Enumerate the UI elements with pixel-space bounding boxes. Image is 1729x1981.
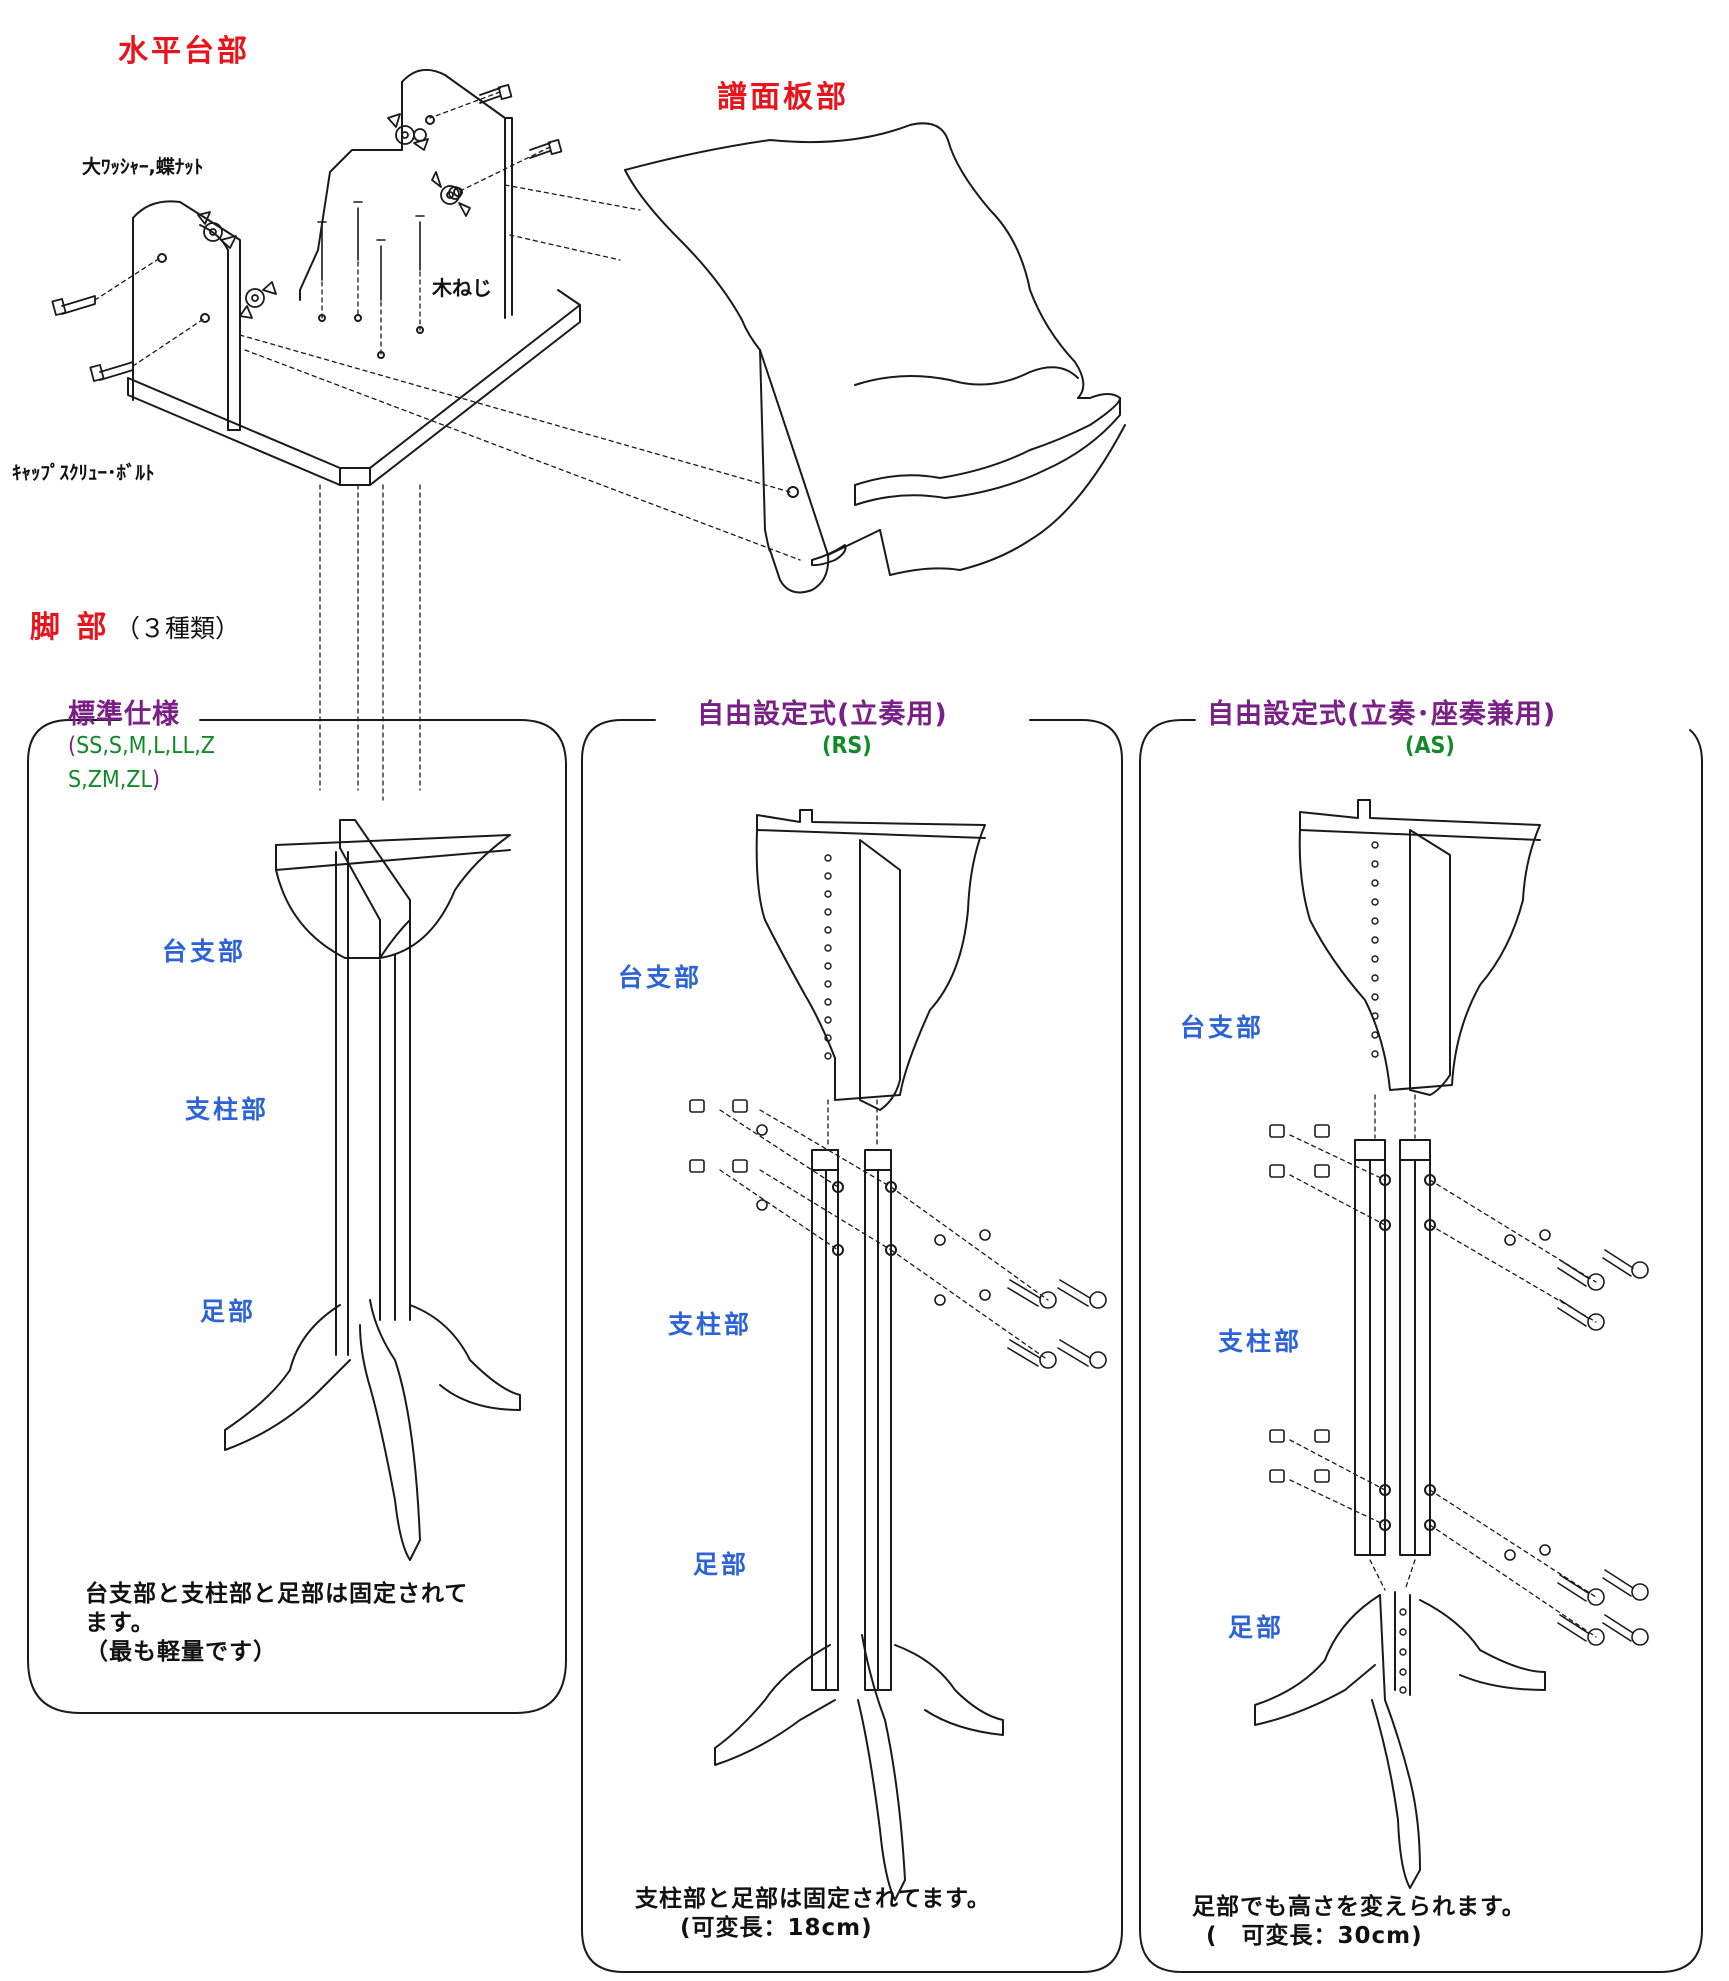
standard-note-line2: ます。: [85, 1610, 155, 1636]
standard-sizes-line2-text: S,ZM,ZL: [68, 767, 153, 793]
legs-heading: 脚 部 （３種類）: [30, 602, 240, 646]
rs-note-line1: 支柱部と足部は固定されてます。: [635, 1886, 991, 1912]
as-part-base-support: 台支部: [1180, 1013, 1265, 1042]
as-note: 足部でも高さを変えられます。 ( 可変長：30cm): [1192, 1893, 1526, 1951]
as-note-line2: ( 可変長：30cm): [1206, 1923, 1423, 1949]
wood-screw-label: 木ねじ: [432, 276, 492, 300]
big-washer-wing-nut-label: 大ﾜｯｼｬｰ,蝶ﾅｯﾄ: [82, 156, 204, 178]
standard-sizes-line1: (SS,S,M,L,LL,Z: [68, 733, 215, 759]
horizontal-base-label: 水平台部: [118, 34, 250, 69]
standard-sizes-open-paren: (: [68, 733, 77, 759]
standard-note-line3: （最も軽量です）: [85, 1639, 277, 1665]
horizontal-base-drawing: [51, 68, 801, 801]
standard-note: 台支部と支柱部と足部は固定されて ます。 （最も軽量です）: [85, 1580, 468, 1667]
as-part-foot: 足部: [1228, 1613, 1285, 1642]
rs-part-column: 支柱部: [668, 1310, 753, 1339]
rs-title: 自由設定式(立奏用): [697, 699, 948, 730]
rs-part-base-support: 台支部: [618, 963, 703, 992]
rs-leg-drawing: [689, 809, 1107, 1901]
standard-part-foot: 足部: [200, 1297, 257, 1326]
standard-title: 標準仕様: [68, 699, 180, 730]
panel-frame-as: [1139, 719, 1703, 1973]
as-note-line1: 足部でも高さを変えられます。: [1192, 1894, 1526, 1920]
as-code: (AS): [1405, 733, 1455, 759]
as-part-column: 支柱部: [1218, 1327, 1303, 1356]
legs-title: 脚 部: [30, 610, 110, 645]
standard-note-line1: 台支部と支柱部と足部は固定されて: [85, 1581, 469, 1607]
standard-leg-drawing: [224, 819, 521, 1561]
as-title: 自由設定式(立奏･座奏兼用): [1207, 699, 1557, 730]
standard-sizes-close-paren: ): [152, 767, 161, 793]
standard-sizes-line2: S,ZM,ZL): [68, 767, 160, 793]
rs-note-line2: (可変長：18cm): [680, 1915, 873, 1941]
rs-part-foot: 足部: [693, 1550, 750, 1579]
standard-part-column: 支柱部: [185, 1095, 270, 1124]
rs-note: 支柱部と足部は固定されてます。 (可変長：18cm): [635, 1885, 991, 1943]
standard-part-base-support: 台支部: [162, 937, 247, 966]
music-board-drawing: [624, 122, 1126, 594]
legs-title-suffix: （３種類）: [115, 614, 241, 643]
standard-sizes-line1-text: SS,S,M,L,LL,Z: [76, 733, 215, 759]
music-board-label: 譜面板部: [717, 80, 849, 115]
cap-screw-bolt-label: ｷｬｯﾌﾟｽｸﾘｭｰ･ﾎﾞﾙﾄ: [12, 462, 155, 484]
rs-code: (RS): [822, 733, 872, 759]
as-leg-drawing: [1254, 799, 1649, 1889]
panel-frame-standard: [27, 719, 567, 1714]
panel-frame-rs: [581, 719, 1123, 1973]
